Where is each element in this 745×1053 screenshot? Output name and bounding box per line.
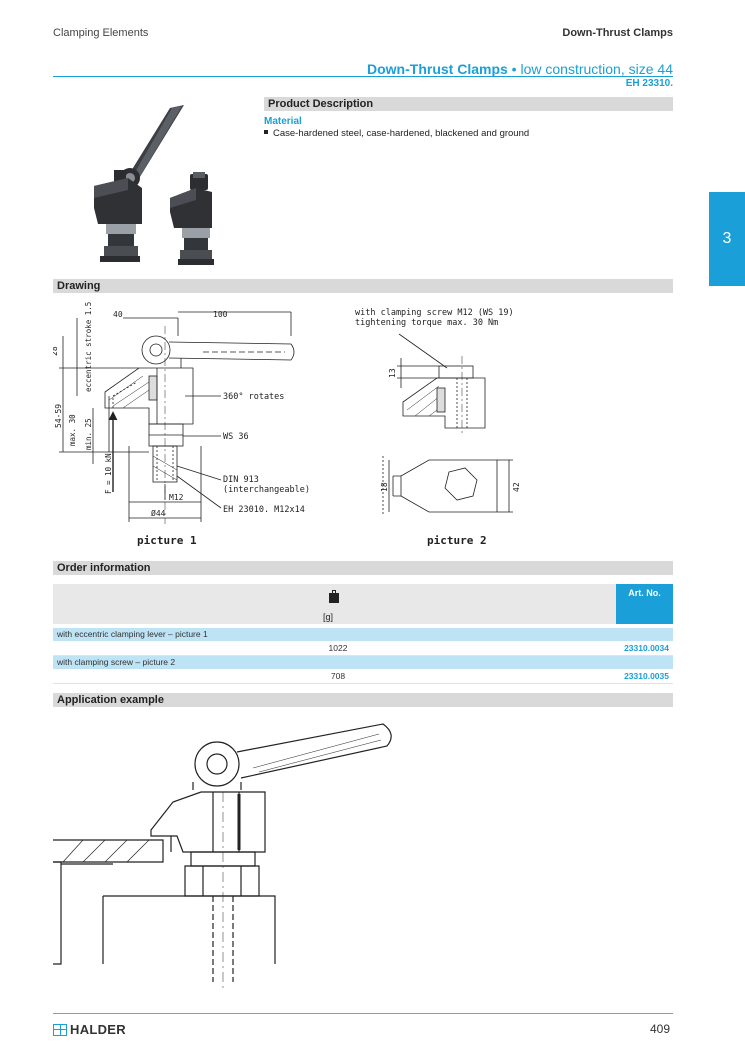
- artno-column-header: Art. No.: [616, 584, 673, 624]
- dim-40: 40: [113, 310, 123, 319]
- dim-100: 100: [213, 310, 228, 319]
- page-title-main: Down-Thrust Clamps: [367, 61, 508, 77]
- label-360-rotates: 360° rotates: [223, 392, 284, 402]
- order-group-row: with eccentric clamping lever – picture …: [53, 628, 673, 641]
- application-example-heading: Application example: [53, 693, 673, 707]
- label-interchangeable: (interchangeable): [223, 485, 310, 495]
- table-row[interactable]: 708 23310.0035: [53, 670, 673, 683]
- halder-logo-text: HALDER: [70, 1022, 126, 1037]
- material-text: Case-hardened steel, case-hardened, blac…: [264, 128, 529, 139]
- dim-28: 28: [53, 346, 59, 356]
- weight-unit: [g]: [323, 612, 334, 622]
- product-code: EH 23310.: [625, 78, 673, 89]
- drawing-picture-2: [382, 333, 513, 516]
- weight-icon: [329, 590, 339, 603]
- material-text-value: Case-hardened steel, case-hardened, blac…: [273, 128, 530, 139]
- label-din913: DIN 913: [223, 475, 259, 485]
- screw-note-line-2: tightening torque max. 30 Nm: [355, 318, 498, 328]
- dim-eccentric-stroke: eccentric stroke 1.5: [84, 302, 93, 392]
- footer-rule: [53, 1013, 673, 1014]
- material-label: Material: [264, 116, 302, 127]
- dim-13: 13: [388, 368, 397, 378]
- page-title-bullet: •: [511, 61, 517, 77]
- row-divider: [53, 655, 673, 656]
- dim-min-25: min. 25: [84, 418, 93, 450]
- bullet-square-icon: [264, 130, 268, 135]
- label-m12: M12: [169, 493, 184, 502]
- chapter-tab-number: 3: [722, 230, 732, 247]
- label-eh-screw: EH 23010. M12x14: [223, 505, 305, 515]
- force-label: F = 10 kN: [104, 453, 113, 494]
- dim-42: 42: [512, 482, 521, 492]
- page-number: 409: [649, 1022, 670, 1036]
- header-chapter-name: Down-Thrust Clamps: [562, 27, 673, 39]
- table-row[interactable]: 1022 23310.0034: [53, 642, 673, 655]
- title-rule: [53, 76, 673, 77]
- row-divider: [53, 683, 673, 684]
- application-illustration: [53, 723, 392, 992]
- weight-value: 1022: [328, 643, 348, 653]
- product-photo: [94, 105, 214, 265]
- page-title: Down-Thrust Clamps • low construction, s…: [53, 61, 673, 77]
- order-table-header: [g] Art. No.: [53, 584, 673, 624]
- picture-2-label: picture 2: [427, 534, 487, 547]
- dim-max-30: max. 30: [68, 414, 77, 446]
- halder-logo: HALDER: [53, 1022, 126, 1037]
- label-ws36: WS 36: [223, 432, 249, 442]
- screw-note-line-1: with clamping screw M12 (WS 19): [355, 308, 514, 318]
- order-information-heading: Order information: [53, 561, 673, 575]
- drawing-heading: Drawing: [53, 279, 673, 293]
- halder-logo-icon: [53, 1023, 67, 1036]
- article-number-link[interactable]: 23310.0034: [624, 643, 669, 653]
- header-section-name: Clamping Elements: [53, 27, 149, 39]
- order-group-row: with clamping screw – picture 2: [53, 656, 673, 669]
- dim-18: 18: [380, 482, 389, 492]
- page-title-sub: low construction, size 44: [520, 61, 673, 77]
- dim-54-59: 54-59: [54, 404, 63, 428]
- drawing-picture-1: [59, 311, 295, 524]
- picture-1-label: picture 1: [137, 534, 197, 547]
- weight-value: 708: [330, 671, 346, 681]
- product-description-heading: Product Description: [264, 97, 673, 111]
- label-dia44: Ø44: [151, 508, 166, 518]
- chapter-tab[interactable]: 3: [709, 192, 745, 286]
- technical-drawing: 40 100 28 eccentric stroke 1.5 54-59 max…: [53, 302, 521, 547]
- article-number-link[interactable]: 23310.0035: [624, 671, 669, 681]
